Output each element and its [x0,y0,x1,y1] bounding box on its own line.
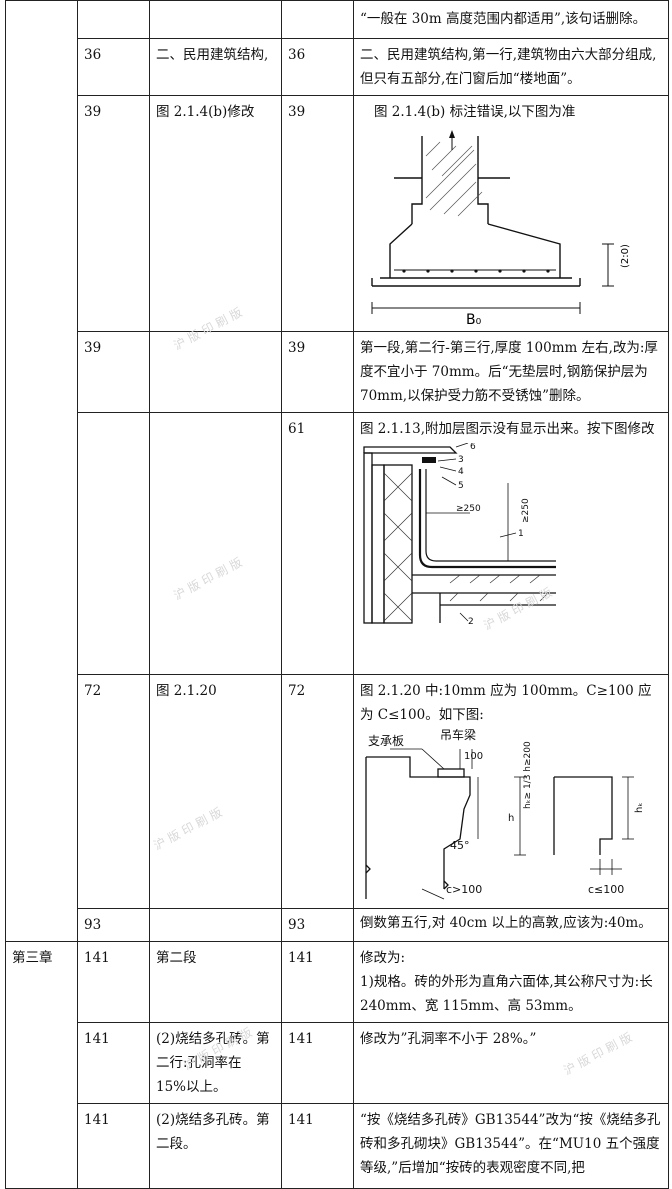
note-cell: “按《烧结多孔砖》GB13544”改为“按《烧结多孔砖和多孔砌块》GB13544… [353,1103,669,1189]
dim-hk: hₖ≥ 1/3 h≥200 [523,741,533,809]
note-text-detail: 1)规格。砖的外形为直角六面体,其公称尺寸为:长 240mm、宽 115mm、高… [360,974,653,1014]
dim-c-less: c≤100 [588,883,624,896]
dim-c-greater: c>100 [446,883,482,896]
callout-2: 2 [468,617,474,625]
page-new-cell: 141 [281,1022,354,1104]
table-row: 39 图 2.1.4(b)修改 39 图 2.1.4(b) 标注错误,以下图为准 [6,95,669,332]
callout-3: 3 [458,455,464,465]
label-support-plate: 支承板 [368,734,404,748]
callout-5: 5 [458,481,464,491]
original-cell [149,0,282,39]
callout-4: 4 [458,467,464,477]
page-new-cell: 39 [281,331,354,413]
dim-100: 100 [464,751,483,762]
page-new-cell: 39 [281,95,354,332]
note-cell: 图 2.1.4(b) 标注错误,以下图为准 [353,95,669,332]
page-orig-cell [77,0,150,39]
table-row: 61 61 图 2.1.13,附加层图示没有显示出来。按下图修改 [6,412,669,675]
page-new-cell: 72 [281,674,354,909]
note-text: 图 2.1.13,附加层图示没有显示出来。按下图修改 [360,421,655,437]
note-cell: 修改为”孔洞率不小于 28%。” [353,1022,669,1104]
note-cell: 修改为: 1)规格。砖的外形为直角六面体,其公称尺寸为:长 240mm、宽 11… [353,941,669,1023]
table-row: 36 二、民用建筑结构, 36 二、民用建筑结构,第一行,建筑物由六大部分组成,… [6,38,669,96]
page-new-cell: 61 [281,412,354,675]
table-row: 141 (2)烧结多孔砖。第二段。 141 “按《烧结多孔砖》GB13544”改… [6,1103,669,1189]
original-cell: (2)烧结多孔砖。第二段。 [149,1103,282,1189]
label-crane-beam: 吊车梁 [440,729,476,742]
note-cell: 图 2.1.13,附加层图示没有显示出来。按下图修改 [353,412,669,675]
note-cell: 图 2.1.20 中:10mm 应为 100mm。C≥100 应为 C≤100。… [353,674,669,909]
original-cell [149,908,282,942]
table-row: 第三章 141 第二段 141 修改为: 1)规格。砖的外形为直角六面体,其公称… [5,941,669,1189]
original-cell: 图 2.1.4(b)修改 [149,95,282,332]
dim-250-horizontal: ≥250 [456,504,481,514]
note-cell: 倒数第五行,对 40cm 以上的高敦,应该为:40m。 [353,908,669,942]
table-row: “一般在 30m 高度范围内都适用”,该句话删除。 [5,0,669,942]
original-cell [149,412,282,675]
original-cell [149,331,282,413]
page-orig-cell: 39 [77,331,150,413]
page-orig-cell: 61 [77,412,150,675]
original-cell: 图 2.1.20 [149,674,282,909]
label-height: (2:0) [620,244,631,268]
note-cell: “一般在 30m 高度范围内都适用”,该句话删除。 [353,0,669,39]
page-orig-cell: 36 [77,38,150,96]
label-b0: B₀ [466,312,482,326]
dim-250-vertical: ≥250 [521,498,531,523]
page-orig-cell: 141 [77,1022,150,1104]
page-orig-cell: 72 [77,674,150,909]
table-row: 39 39 第一段,第二行-第三行,厚度 100mm 左右,改为:厚度不宜小于 … [6,331,669,413]
chapter-cell: 第三章 [5,941,78,1189]
figure-2-1-13: 6 3 4 5 1 2 ≥250 ≥250 [363,443,556,625]
note-text: 图 2.1.20 中:10mm 应为 100mm。C≥100 应为 C≤100。… [360,683,652,723]
page-new-cell: 141 [281,941,354,1023]
original-cell: 二、民用建筑结构, [149,38,282,96]
note-cell: 二、民用建筑结构,第一行,建筑物由六大部分组成,但只有五部分,在门窗后加“楼地面… [353,38,669,96]
errata-table: “一般在 30m 高度范围内都适用”,该句话删除。 36 二、民用建筑结构, 3… [5,0,669,1189]
label-hk-right: hₖ [634,802,645,813]
table-row: 141 (2)烧结多孔砖。第二行:孔洞率在 15%以上。 141 修改为”孔洞率… [6,1022,669,1104]
figure-2-1-20: 支承板 吊车梁 100 hₖ≥ 1/3 h≥200 h 45° c>100 c≤… [365,729,645,900]
page-new-cell: 93 [281,908,354,942]
page-orig-cell: 141 [77,941,150,1023]
table-row: 93 93 倒数第五行,对 40cm 以上的高敦,应该为:40m。 [6,908,669,942]
table-row: 72 图 2.1.20 72 图 2.1.20 中:10mm 应为 100mm。… [6,674,669,909]
figure-2-1-4b: B₀ (2:0) [371,130,631,326]
note-text: 图 2.1.4(b) 标注错误,以下图为准 [374,104,576,120]
page-new-cell: 141 [281,1103,354,1189]
page-orig-cell: 39 [77,95,150,332]
callout-6: 6 [470,443,476,452]
page-new-cell: 36 [281,38,354,96]
page-orig-cell: 93 [77,908,150,942]
label-h-left: h [508,813,514,824]
label-angle: 45° [450,839,470,852]
original-cell: (2)烧结多孔砖。第二行:孔洞率在 15%以上。 [149,1022,282,1104]
chapter-cell [5,0,78,942]
original-cell: 第二段 [149,941,282,1023]
note-text: 修改为: [360,950,406,966]
page-new-cell [281,0,354,39]
page-orig-cell: 141 [77,1103,150,1189]
note-cell: 第一段,第二行-第三行,厚度 100mm 左右,改为:厚度不宜小于 70mm。后… [353,331,669,413]
callout-1: 1 [518,529,524,539]
